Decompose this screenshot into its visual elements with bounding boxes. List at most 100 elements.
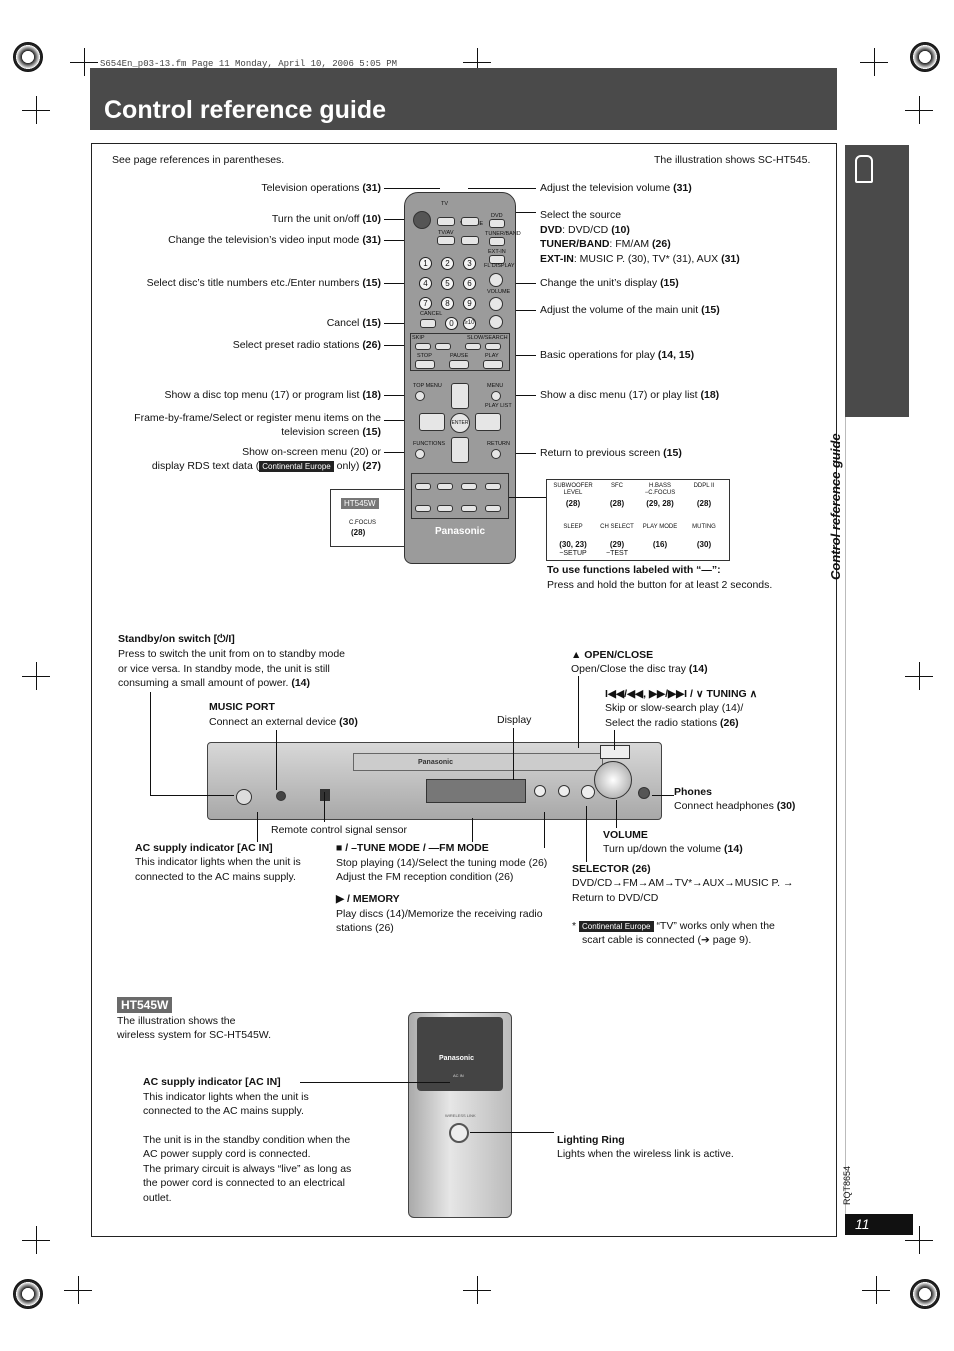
dvd-button[interactable] <box>489 219 505 228</box>
inset-button-ref: (30, 23) <box>559 540 587 549</box>
sub-ac-line-7: the power cord is connected to an electr… <box>143 1177 345 1189</box>
return-button[interactable] <box>491 449 501 459</box>
menu-label: MENU <box>487 383 504 389</box>
phones-jack[interactable] <box>638 787 650 799</box>
functions-button[interactable] <box>415 449 425 459</box>
stop-button[interactable] <box>415 360 435 369</box>
hbass-button[interactable] <box>461 483 477 490</box>
inset-button-sub: −SETUP <box>559 550 587 557</box>
label-top-menu: Show a disc top menu (17) or program lis… <box>164 389 381 401</box>
music-port-title: MUSIC PORT <box>209 701 275 713</box>
label-basic-play: Basic operations for play (14, 15) <box>540 349 695 361</box>
inset-button-name: SUBWOOFER LEVEL <box>553 483 593 496</box>
muting-button[interactable] <box>485 505 501 512</box>
volume-text: Turn up/down the volume (14) <box>603 843 743 855</box>
up-arrow-button[interactable] <box>451 383 469 409</box>
inset-button-ref: (29) <box>609 540 625 549</box>
ch-select-button[interactable] <box>437 505 453 512</box>
number-3-button[interactable]: 3 <box>463 257 476 270</box>
play-button-unit[interactable] <box>558 785 570 797</box>
page-title: Control reference guide <box>104 96 386 124</box>
left-arrow-button[interactable] <box>419 413 445 431</box>
inset-leader <box>509 497 546 498</box>
registration-mark <box>910 1279 940 1309</box>
dolby-button[interactable] <box>485 483 501 490</box>
tvav-button[interactable] <box>437 236 455 245</box>
standby-line-2: or vice versa. In standby mode, the unit… <box>118 663 330 675</box>
sub-top-panel <box>417 1017 503 1091</box>
label-tv-volume: Adjust the television volume (31) <box>540 182 692 194</box>
sub-ac-line-5: AC power supply cord is connected. <box>143 1148 311 1160</box>
long-press-title: To use functions labeled with “—”: <box>547 564 721 576</box>
volume-down-button[interactable] <box>489 315 503 329</box>
number-0-button[interactable]: 0 <box>445 317 458 330</box>
search-forward-button[interactable] <box>485 343 501 350</box>
number-4-button[interactable]: 4 <box>419 277 432 290</box>
music-port[interactable] <box>276 791 286 801</box>
sub-ac-line-1: This indicator lights when the unit is <box>143 1091 309 1103</box>
label-rds: display RDS text data (Continental Europ… <box>151 460 381 472</box>
pause-button[interactable] <box>449 360 469 369</box>
tuner-label: TUNER/BAND <box>485 231 521 237</box>
selector-line-2: Return to DVD/CD <box>572 892 659 904</box>
stop-button-unit[interactable] <box>534 785 546 797</box>
power-switch[interactable] <box>236 789 252 805</box>
tuning-line-1: Skip or slow-search play (14)/ <box>605 702 744 714</box>
label-tuner: TUNER/BAND: FM/AM (26) <box>540 238 671 250</box>
tuning-buttons[interactable] <box>600 745 630 759</box>
sub-ac-line-8: outlet. <box>143 1192 172 1204</box>
search-back-button[interactable] <box>465 343 481 350</box>
down-arrow-button[interactable] <box>451 437 469 463</box>
sleep-button[interactable] <box>415 505 431 512</box>
inset-button-ref: (28) <box>696 499 712 508</box>
number-10-button[interactable]: ≥10 <box>463 317 476 330</box>
number-2-button[interactable]: 2 <box>441 257 454 270</box>
ht545w-badge: HT545W <box>117 997 173 1013</box>
number-6-button[interactable]: 6 <box>463 277 476 290</box>
tv-label: TV <box>441 201 449 207</box>
label-select-source: Select the source <box>540 209 622 221</box>
ht545w-inset-badge: HT545W <box>341 498 379 509</box>
number-5-button[interactable]: 5 <box>441 277 454 290</box>
subwoofer-button[interactable] <box>415 483 431 490</box>
ac-line-2: connected to the AC mains supply. <box>135 871 296 883</box>
menu-button[interactable] <box>491 391 501 401</box>
top-menu-label: TOP MENU <box>413 383 442 389</box>
extin-label: EXT-IN <box>488 249 506 255</box>
selector-button[interactable] <box>581 785 595 799</box>
label-preset: Select preset radio stations (26) <box>232 339 381 351</box>
cancel-button[interactable] <box>420 319 436 328</box>
music-port-text: Connect an external device (30) <box>209 716 358 728</box>
registration-mark <box>910 42 940 72</box>
skip-forward-button[interactable] <box>435 343 451 350</box>
ext-in-button[interactable] <box>489 255 505 264</box>
see-refs-note: See page references in parentheses. <box>112 154 285 166</box>
label-onscreen: Show on-screen menu (20) or <box>242 446 381 458</box>
number-1-button[interactable]: 1 <box>419 257 432 270</box>
tuner-band-button[interactable] <box>489 237 505 246</box>
tv-power-button[interactable] <box>437 217 455 226</box>
play-button[interactable] <box>483 360 503 369</box>
inset-button-ref: (30) <box>696 540 712 549</box>
label-main-volume: Adjust the volume of the main unit (15) <box>540 304 720 316</box>
power-button[interactable] <box>413 211 431 229</box>
skip-back-button[interactable] <box>415 343 431 350</box>
volume-knob[interactable] <box>594 761 632 799</box>
top-menu-button[interactable] <box>415 391 425 401</box>
tv-volume-up[interactable] <box>461 217 479 226</box>
page-number: 11 <box>845 1214 913 1235</box>
phones-text: Connect headphones (30) <box>674 800 796 812</box>
play-mode-button[interactable] <box>461 505 477 512</box>
sub-link-label: WIRELESS LINK <box>445 1113 476 1118</box>
fl-display-button[interactable] <box>489 273 503 287</box>
tv-volume-down[interactable] <box>461 236 479 245</box>
number-7-button[interactable]: 7 <box>419 297 432 310</box>
function-button-inset <box>546 479 730 561</box>
right-arrow-button[interactable] <box>475 413 501 431</box>
number-9-button[interactable]: 9 <box>463 297 476 310</box>
volume-up-button[interactable] <box>489 297 503 311</box>
number-8-button[interactable]: 8 <box>441 297 454 310</box>
inset-button-ref: (28) <box>609 499 625 508</box>
sfc-button[interactable] <box>437 483 453 490</box>
enter-button[interactable]: ENTER <box>450 413 470 433</box>
